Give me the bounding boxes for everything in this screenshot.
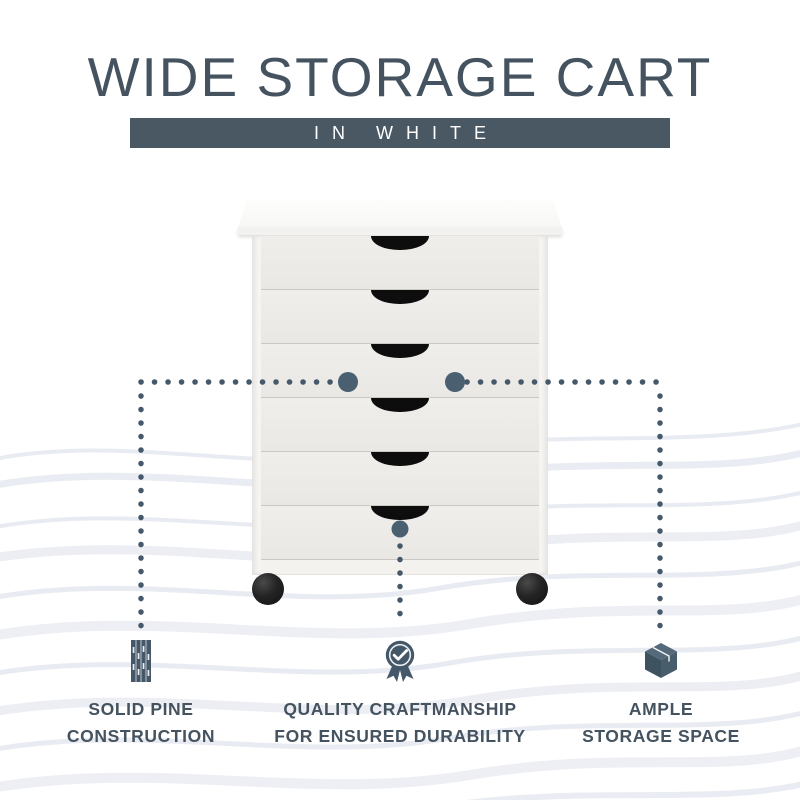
cart-top-front-edge xyxy=(238,227,562,235)
storage-cart-image xyxy=(238,200,562,615)
caster-wheel-left xyxy=(252,573,284,605)
drawer-handle-cutout xyxy=(371,236,429,250)
feature-storage-space: AMPLE STORAGE SPACE xyxy=(531,640,791,750)
subtitle-label: IN WHITE xyxy=(314,123,499,143)
cart-body xyxy=(252,235,548,575)
drawer-handle-cutout xyxy=(371,506,429,520)
drawer-handle-cutout xyxy=(371,344,429,358)
drawer-handle-cutout xyxy=(371,398,429,412)
drawer xyxy=(261,236,539,290)
shipping-box-icon xyxy=(640,640,682,684)
feature-label-line2: STORAGE SPACE xyxy=(582,726,740,746)
award-check-icon xyxy=(382,640,418,684)
drawer xyxy=(261,344,539,398)
drawer xyxy=(261,452,539,506)
drawer xyxy=(261,506,539,560)
feature-label-line1: QUALITY CRAFTMANSHIP xyxy=(283,699,517,719)
feature-label-line2: CONSTRUCTION xyxy=(66,726,216,746)
drawer-handle-cutout xyxy=(371,290,429,304)
caster-wheel-right xyxy=(516,573,548,605)
drawer xyxy=(261,290,539,344)
feature-label: SOLID PINE CONSTRUCTION xyxy=(67,696,215,750)
feature-label-line2: FOR ENSURED DURABILITY xyxy=(274,726,526,746)
drawer xyxy=(261,398,539,452)
feature-craftmanship: QUALITY CRAFTMANSHIP FOR ENSURED DURABIL… xyxy=(270,640,530,750)
feature-label-line1: SOLID PINE xyxy=(88,699,194,719)
cart-top-surface xyxy=(238,200,562,227)
subtitle-banner: IN WHITE xyxy=(130,118,670,148)
cart-bottom-rail xyxy=(261,560,539,574)
drawer-handle-cutout xyxy=(371,452,429,466)
feature-solid-pine: SOLID PINE CONSTRUCTION xyxy=(11,640,271,750)
feature-label: QUALITY CRAFTMANSHIP FOR ENSURED DURABIL… xyxy=(274,696,525,750)
feature-label: AMPLE STORAGE SPACE xyxy=(582,696,740,750)
feature-label-line1: AMPLE xyxy=(628,699,694,719)
drawer-stack xyxy=(261,236,539,560)
pine-planks-icon xyxy=(131,640,151,684)
page-title: WIDE STORAGE CART xyxy=(87,46,713,108)
